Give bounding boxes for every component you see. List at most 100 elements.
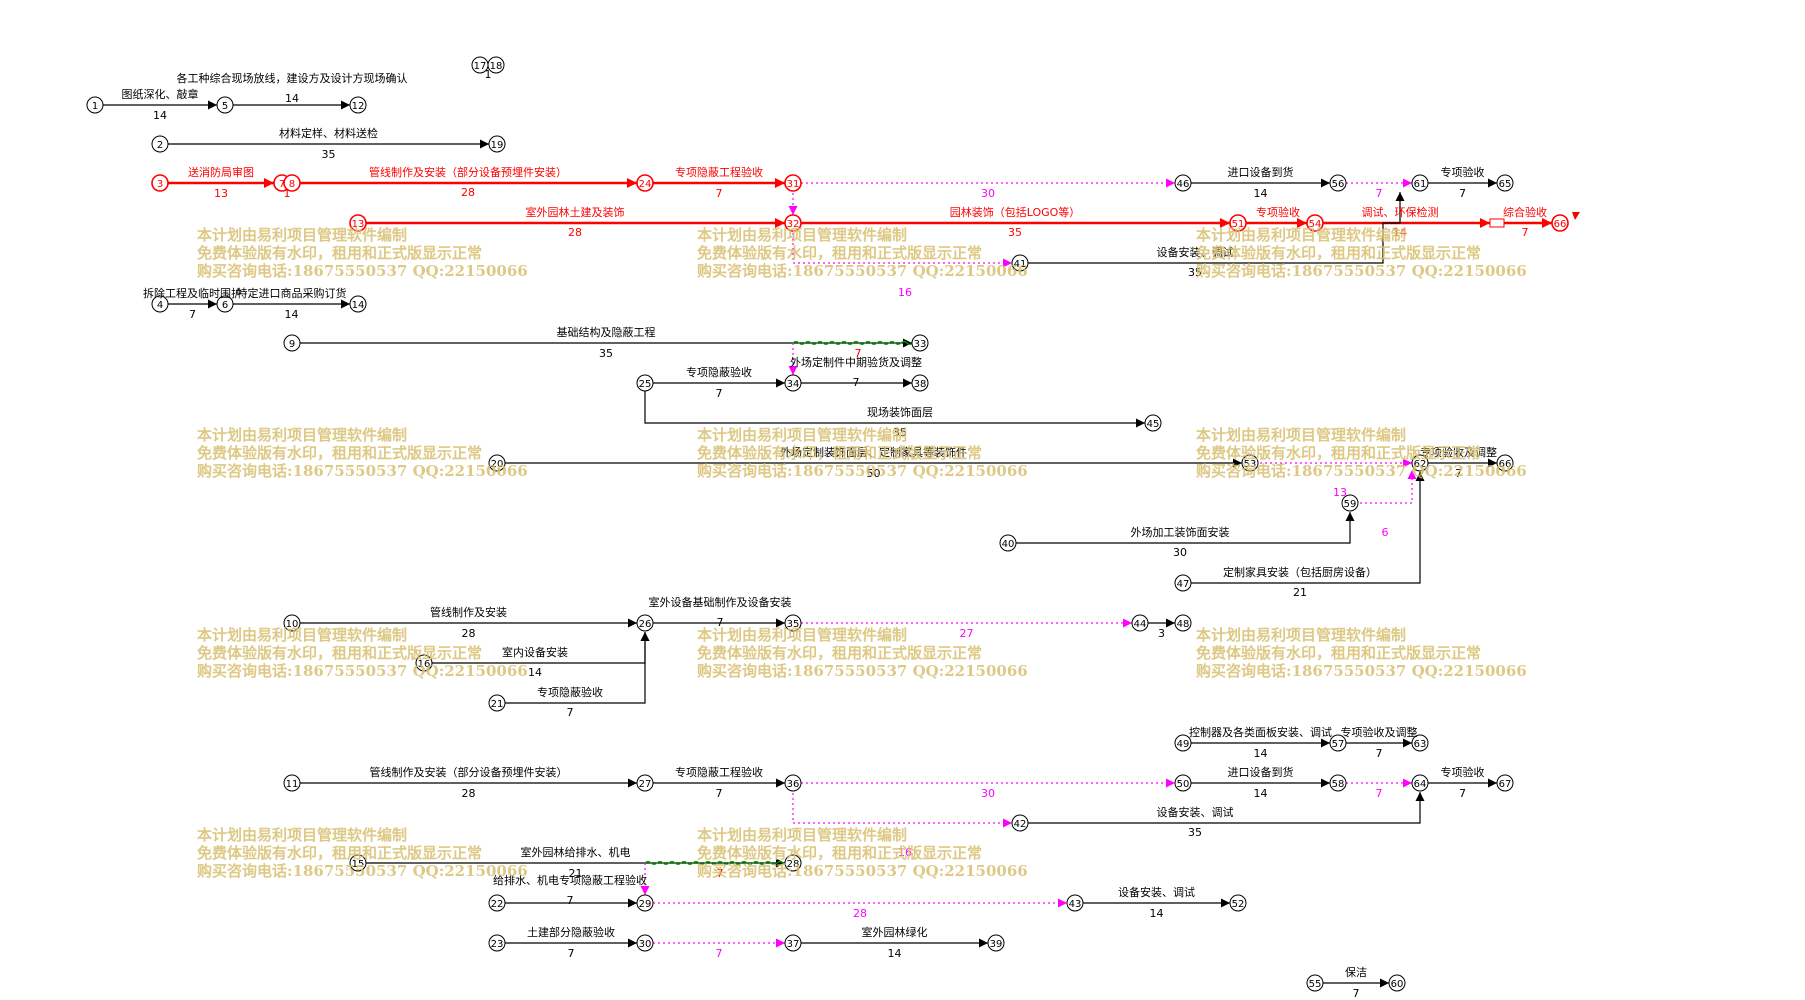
node-30[interactable] — [636, 934, 654, 952]
node-label: 41 — [1014, 259, 1027, 270]
node-33[interactable] — [911, 334, 929, 352]
node-18[interactable] — [487, 56, 505, 74]
activity-name: 材料定样、材料送检 — [279, 126, 378, 140]
node-25[interactable] — [636, 374, 654, 392]
activity-name: 专项隐蔽工程验收 — [675, 165, 763, 179]
node-40[interactable] — [999, 534, 1017, 552]
node-66[interactable] — [1496, 454, 1514, 472]
node-label: 62 — [1414, 459, 1427, 470]
node-6[interactable] — [216, 295, 234, 313]
node-34[interactable] — [784, 374, 802, 392]
watermark-line3: 购买咨询电话:18675550537 QQ:22150066 — [197, 862, 528, 880]
node-15[interactable] — [349, 854, 367, 872]
activity-duration: 7 — [189, 308, 196, 321]
node-38[interactable] — [911, 374, 929, 392]
node-label: 4 — [157, 300, 163, 311]
node-66[interactable] — [1551, 214, 1569, 232]
node-19[interactable] — [488, 135, 506, 153]
node-47[interactable] — [1174, 574, 1192, 592]
activity-duration: 7 — [716, 387, 723, 400]
node-46[interactable] — [1174, 174, 1192, 192]
watermark-line2: 免费体验版有水印，租用和正式版显示正常 — [697, 844, 983, 862]
node-49[interactable] — [1174, 734, 1192, 752]
node-67[interactable] — [1496, 774, 1514, 792]
node-62[interactable] — [1411, 454, 1429, 472]
node-65[interactable] — [1496, 174, 1514, 192]
activity-duration: 14 — [1254, 747, 1268, 760]
node-label: 66 — [1499, 459, 1512, 470]
watermark-line2: 免费体验版有水印，租用和正式版显示正常 — [697, 444, 983, 462]
activity-duration: 28 — [853, 907, 867, 920]
node-39[interactable] — [987, 934, 1005, 952]
node-55[interactable] — [1306, 974, 1324, 992]
node-1[interactable] — [86, 96, 104, 114]
activity-duration: 30 — [981, 187, 995, 200]
node-13[interactable] — [349, 214, 367, 232]
node-5[interactable] — [216, 96, 234, 114]
watermark-line1: 本计划由易利项目管理软件编制 — [697, 626, 908, 644]
node-4[interactable] — [151, 295, 169, 313]
node-24[interactable] — [636, 174, 654, 192]
node-14[interactable] — [349, 295, 367, 313]
node-label: 46 — [1177, 179, 1190, 190]
node-23[interactable] — [488, 934, 506, 952]
node-52[interactable] — [1229, 894, 1247, 912]
node-26[interactable] — [636, 614, 654, 632]
node-50[interactable] — [1174, 774, 1192, 792]
node-35[interactable] — [784, 614, 802, 632]
node-20[interactable] — [488, 454, 506, 472]
node-59[interactable] — [1341, 494, 1359, 512]
node-58[interactable] — [1329, 774, 1347, 792]
node-53[interactable] — [1241, 454, 1259, 472]
watermark-text: 本计划由易利项目管理软件编制免费体验版有水印，租用和正式版显示正常购买咨询电话:… — [197, 426, 528, 480]
node-31[interactable] — [784, 174, 802, 192]
activity-duration: 35 — [1188, 266, 1202, 279]
node-32[interactable] — [784, 214, 802, 232]
watermark-line3: 购买咨询电话:18675550537 QQ:22150066 — [1196, 662, 1527, 680]
node-60[interactable] — [1388, 974, 1406, 992]
node-29[interactable] — [636, 894, 654, 912]
node-37[interactable] — [784, 934, 802, 952]
node-28[interactable] — [784, 854, 802, 872]
node-64[interactable] — [1411, 774, 1429, 792]
node-9[interactable] — [283, 334, 301, 352]
node-label: 55 — [1309, 979, 1322, 990]
node-8[interactable] — [283, 174, 301, 192]
node-57[interactable] — [1329, 734, 1347, 752]
node-43[interactable] — [1066, 894, 1084, 912]
node-42[interactable] — [1011, 814, 1029, 832]
node-label: 30 — [639, 939, 652, 950]
node-54[interactable] — [1306, 214, 1324, 232]
activity-name: 特定进口商品采购订货 — [237, 286, 347, 300]
node-36[interactable] — [784, 774, 802, 792]
watermark-line2: 免费体验版有水印，租用和正式版显示正常 — [197, 844, 483, 862]
node-21[interactable] — [488, 694, 506, 712]
node-12[interactable] — [349, 96, 367, 114]
node-label: 33 — [914, 339, 927, 350]
node-16[interactable] — [415, 654, 433, 672]
float-label: 7 — [717, 867, 724, 880]
node-27[interactable] — [636, 774, 654, 792]
activity-duration: 21 — [1293, 586, 1307, 599]
node-label: 66 — [1554, 219, 1567, 230]
node-56[interactable] — [1329, 174, 1347, 192]
node-41[interactable] — [1011, 254, 1029, 272]
node-3[interactable] — [151, 174, 169, 192]
node-2[interactable] — [151, 135, 169, 153]
node-11[interactable] — [283, 774, 301, 792]
node-22[interactable] — [488, 894, 506, 912]
node-10[interactable] — [283, 614, 301, 632]
node-51[interactable] — [1229, 214, 1247, 232]
watermark-line2: 免费体验版有水印，租用和正式版显示正常 — [197, 444, 483, 462]
node-45[interactable] — [1144, 414, 1162, 432]
node-label: 2 — [157, 140, 163, 151]
node-63[interactable] — [1411, 734, 1429, 752]
activity-name: 综合验收 — [1503, 205, 1547, 219]
watermark-text: 本计划由易利项目管理软件编制免费体验版有水印，租用和正式版显示正常购买咨询电话:… — [1196, 226, 1527, 280]
node-61[interactable] — [1411, 174, 1429, 192]
node-label: 16 — [418, 659, 431, 670]
node-44[interactable] — [1131, 614, 1149, 632]
watermark-line1: 本计划由易利项目管理软件编制 — [197, 226, 408, 244]
node-48[interactable] — [1174, 614, 1192, 632]
activity-duration: 35 — [893, 426, 907, 439]
